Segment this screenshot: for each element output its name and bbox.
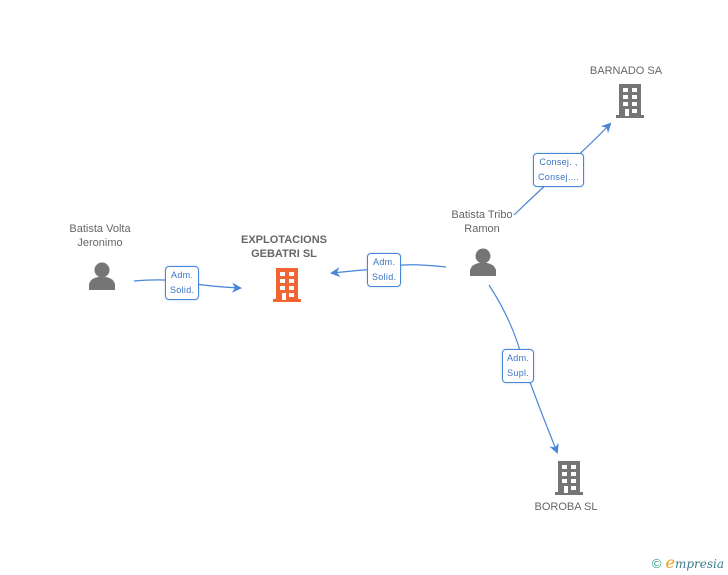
person-icon-tribo[interactable] bbox=[470, 248, 496, 277]
edge-label-line1: Adm. bbox=[171, 270, 194, 280]
edge-label-line1: Consej. , bbox=[539, 157, 578, 167]
brand-logo-initial: e bbox=[665, 553, 675, 572]
person-icon-volta[interactable] bbox=[89, 262, 115, 291]
building-icon-main-company[interactable] bbox=[273, 268, 301, 302]
node-label-tribo[interactable]: Batista Tribo Ramon bbox=[432, 208, 532, 236]
edge-label-tribo-main[interactable]: Adm. Solid. bbox=[367, 253, 402, 287]
node-label-volta-line1: Batista Volta bbox=[69, 223, 131, 235]
node-label-main-company[interactable]: EXPLOTACIONS GEBATRI SL bbox=[224, 233, 344, 261]
edge-label-line2: Consej.... bbox=[538, 172, 580, 182]
edge-label-line2: Solid. bbox=[170, 285, 195, 295]
node-label-tribo-line1: Batista Tribo bbox=[451, 209, 513, 221]
node-label-main-line1: EXPLOTACIONS bbox=[241, 234, 327, 246]
edge-label-line2: Solid. bbox=[372, 272, 397, 282]
edge-label-volta-main[interactable]: Adm. Solid. bbox=[165, 266, 200, 300]
node-label-volta-line2: Jeronimo bbox=[77, 237, 123, 249]
node-label-barnado[interactable]: BARNADO SA bbox=[589, 65, 663, 77]
edge-label-tribo-barnado[interactable]: Consej. , Consej.... bbox=[533, 153, 585, 187]
copyright-icon: © bbox=[651, 556, 662, 571]
edge-label-line1: Adm. bbox=[373, 257, 396, 267]
edge-label-line1: Adm. bbox=[507, 353, 530, 363]
brand-logo-text: mpresia bbox=[674, 557, 724, 571]
building-icon-boroba[interactable] bbox=[555, 461, 583, 495]
building-icon-barnado[interactable] bbox=[616, 84, 644, 118]
node-label-main-line2: GEBATRI SL bbox=[251, 248, 317, 260]
edge-label-line2: Supl. bbox=[507, 368, 530, 378]
node-label-volta[interactable]: Batista Volta Jeronimo bbox=[50, 222, 150, 250]
node-label-tribo-line2: Ramon bbox=[464, 223, 500, 235]
node-label-boroba[interactable]: BOROBA SL bbox=[534, 501, 598, 513]
edge-label-tribo-boroba[interactable]: Adm. Supl. bbox=[502, 349, 535, 383]
footer-brand: ©empresia bbox=[652, 553, 724, 572]
